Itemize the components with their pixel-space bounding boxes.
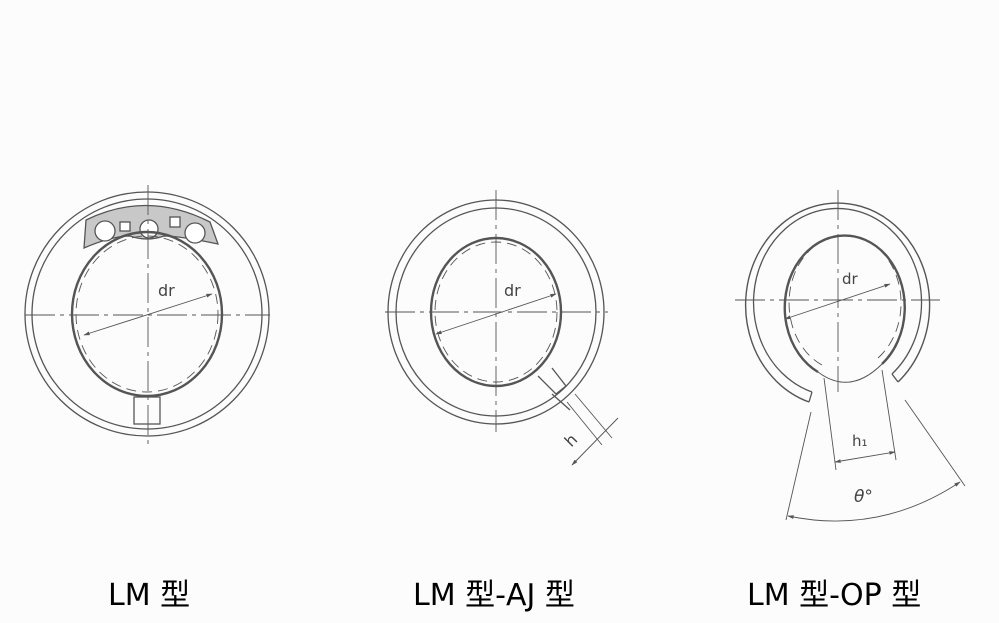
lm-aj-h-label: h [561,430,582,451]
lm-aj-bearing-diagram [385,190,619,466]
lm-op-dr-label: dr [842,270,859,288]
caption-lm: LM 型 [108,578,191,613]
lm-op-h1-label: h₁ [852,432,868,450]
lm-bearing-diagram [24,185,270,445]
caption-lm-aj: LM 型-AJ 型 [413,578,575,613]
lm-aj-dr-label: dr [504,281,521,300]
lm-dr-label: dr [158,281,175,300]
lm-op-theta-label: θ° [854,487,873,507]
lm-op-bearing-diagram [735,190,966,522]
caption-lm-op: LM 型-OP 型 [747,578,922,613]
